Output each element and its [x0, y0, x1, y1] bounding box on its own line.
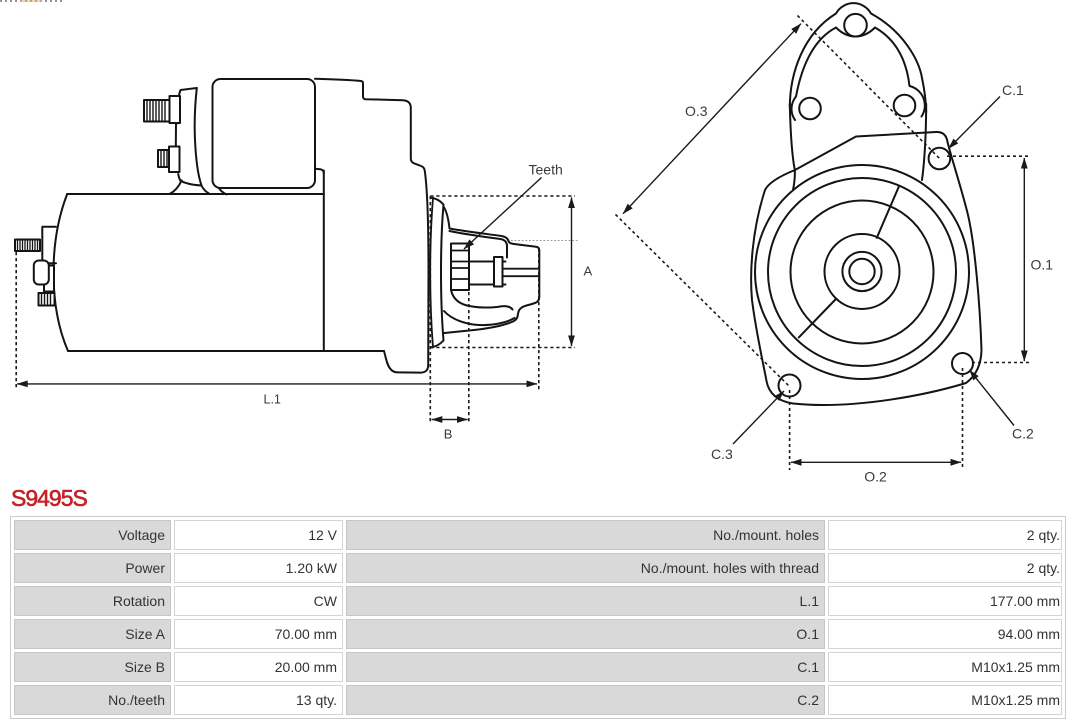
- svg-text:O.2: O.2: [864, 469, 887, 485]
- svg-text:B: B: [444, 427, 453, 442]
- svg-text:C.1: C.1: [1002, 82, 1024, 98]
- svg-text:Teeth: Teeth: [529, 162, 563, 178]
- svg-text:C.3: C.3: [711, 446, 733, 462]
- svg-text:O.1: O.1: [1031, 257, 1054, 273]
- svg-text:L.1: L.1: [264, 393, 281, 407]
- svg-text:C.2: C.2: [1012, 426, 1034, 442]
- svg-text:A: A: [584, 264, 593, 279]
- svg-text:O.3: O.3: [685, 103, 708, 119]
